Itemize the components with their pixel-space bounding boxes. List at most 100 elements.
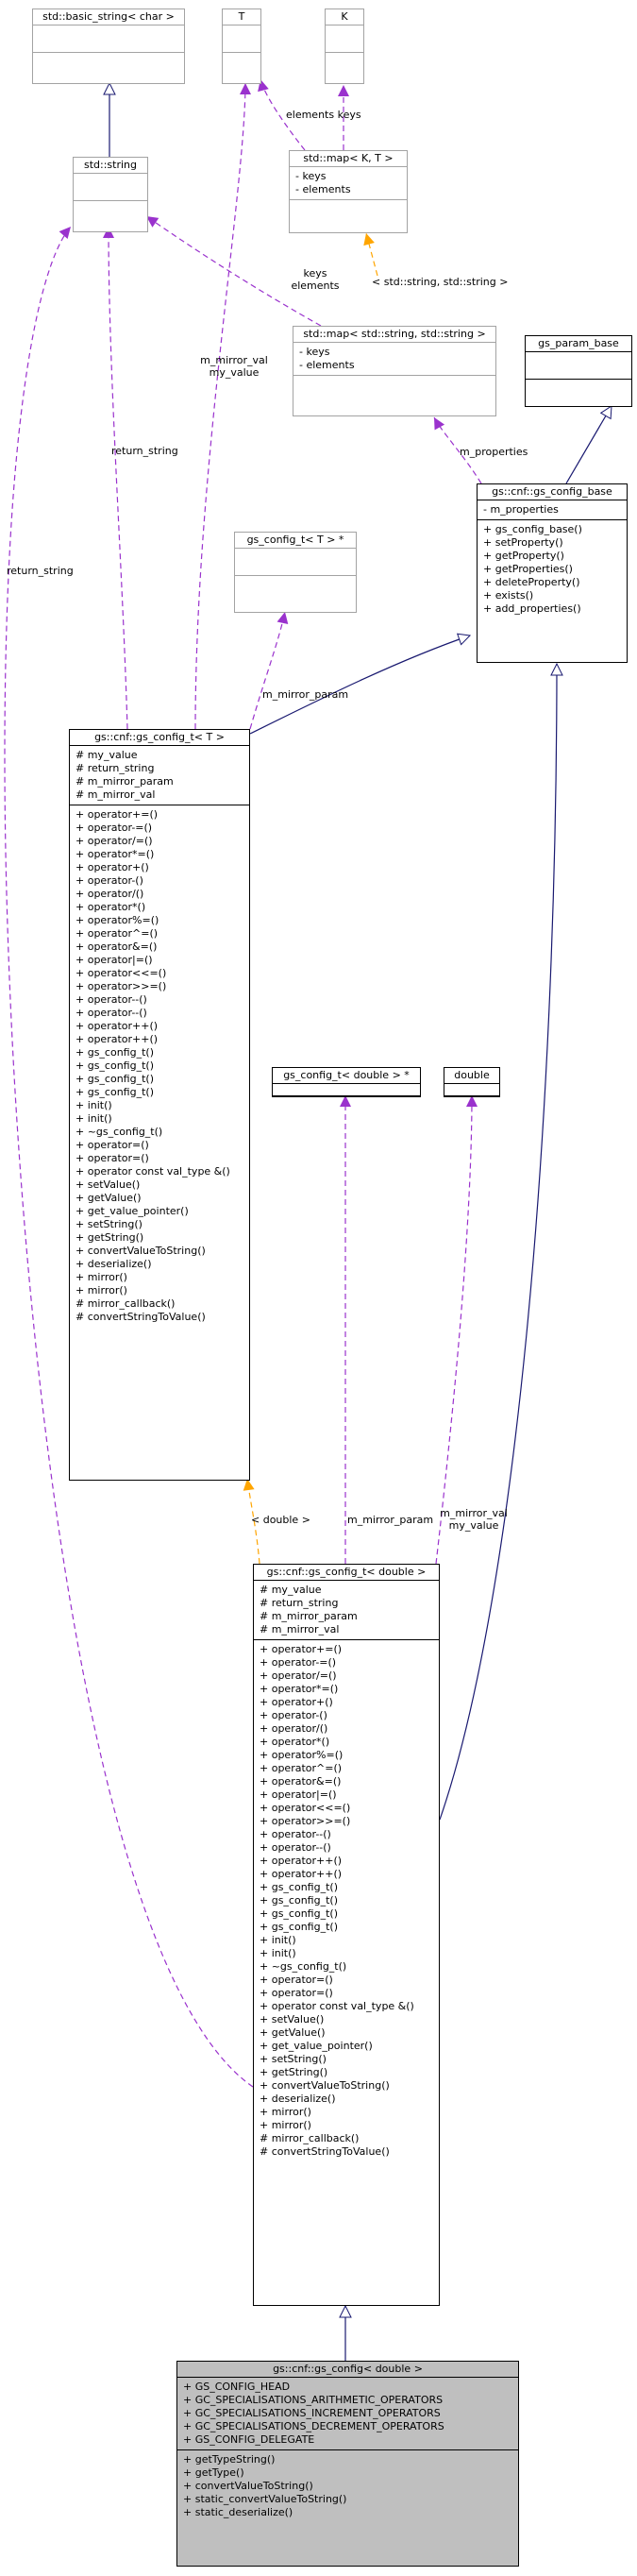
method-item: + operator>>=() [260,1815,351,1827]
method-item: + operator const val_type &() [75,1165,230,1178]
method-item: + init() [260,1947,296,1959]
class-gs-config-base[interactable]: gs::cnf::gs_config_base- m_properties+ g… [477,483,628,663]
method-item: + init() [75,1112,112,1125]
method-section [326,52,363,79]
method-item: + mirror() [260,2119,311,2131]
attribute-item: + GC_SPECIALISATIONS_INCREMENT_OPERATORS [183,2407,441,2419]
method-item: + operator*() [260,1736,330,1748]
method-item: + operator+=() [75,808,159,821]
method-item: + operator++() [75,1020,159,1032]
method-item: + operator++() [260,1868,343,1880]
method-item: + operator%=() [260,1749,344,1761]
method-item: + operator+() [75,861,149,873]
label-keys-elements: keys elements [283,267,347,292]
class-std-map-k-t[interactable]: std::map< K, T >- keys- elements [289,150,408,233]
label-m-mirror-val-my-value-1: m_mirror_val my_value [196,354,272,379]
edge-config-t-uses-T [194,82,251,730]
attribute-section: - keys- elements [290,166,407,199]
method-item: + operator*=() [260,1683,339,1695]
label-m-properties: m_properties [460,446,528,458]
attribute-section: # my_value# return_string# m_mirror_para… [70,745,249,805]
attribute-item: - m_properties [483,503,559,516]
attribute-item: # m_mirror_param [260,1610,358,1622]
edge-config-t-uses-config-t-ptr [249,611,289,730]
class-title: gs::cnf::gs_config_t< T > [94,731,225,743]
method-item: + operator|=() [260,1788,337,1801]
method-item: + operator+=() [260,1643,343,1655]
method-item: + operator=() [260,1974,333,1986]
method-item: + operator--() [260,1841,331,1854]
class-title: gs::cnf::gs_config_t< double > [266,1566,427,1578]
class-title: gs::cnf::gs_config_base [492,485,612,498]
method-item: + operator>>=() [75,980,167,992]
method-item: + mirror() [75,1271,127,1283]
method-item: + getType() [183,2466,244,2479]
edge-config-t-uses-string [103,226,128,730]
method-item: + operator++() [75,1033,159,1045]
method-item: + getProperty() [483,550,564,562]
label-keys-elements-text: keys elements [291,267,340,292]
class-std-basic-string[interactable]: std::basic_string< char > [32,8,185,84]
method-item: + gs_config_t() [75,1073,154,1085]
attribute-section: + GS_CONFIG_HEAD+ GC_SPECIALISATIONS_ARI… [177,2377,518,2449]
class-gs-config-t-pointer[interactable]: gs_config_t< T > * [234,532,357,613]
method-item: + operator/=() [75,835,153,847]
method-item: + deserialize() [75,1258,152,1270]
class-title: std::basic_string< char > [42,10,175,23]
method-item: # mirror_callback() [260,2132,360,2144]
edge-config-base-inherits-param-base [565,406,612,484]
method-item: + getString() [260,2066,328,2078]
attribute-item: - elements [295,183,351,195]
method-item: + operator=() [75,1139,149,1151]
class-gs-config-t-double-pointer[interactable]: gs_config_t< double > * [272,1067,421,1097]
class-T[interactable]: T [222,8,261,84]
label-double-template: < double > [251,1514,310,1526]
method-item: + operator--() [260,1828,331,1840]
label-elements-keys: elements keys [286,109,361,121]
method-section [235,575,356,602]
class-title: std::map< K, T > [303,152,394,164]
edge-config-t-double-instantiates-config-t [243,1478,260,1565]
edge-config-t-double-uses-double [435,1094,478,1565]
attribute-section [223,25,260,52]
method-item: + operator/=() [260,1669,337,1682]
method-item: + operator%=() [75,914,159,926]
class-gs-param-base[interactable]: gs_param_base [525,335,632,407]
class-gs-config-t-double[interactable]: gs::cnf::gs_config_t< double ># my_value… [253,1564,440,2306]
method-item: + static_deserialize() [183,2506,293,2518]
attribute-section [235,548,356,575]
method-item: + getTypeString() [183,2453,276,2466]
method-section [74,200,147,228]
method-item: + deleteProperty() [483,576,580,588]
attribute-item: # my_value [75,749,138,761]
method-item: + ~gs_config_t() [260,1960,347,1973]
method-item: + gs_config_t() [260,1907,338,1920]
class-double[interactable]: double [444,1067,500,1097]
method-item: + operator/() [75,888,144,900]
attribute-item: # my_value [260,1584,322,1596]
method-item: + setValue() [75,1178,141,1191]
class-title: T [238,10,245,23]
class-gs-config-t[interactable]: gs::cnf::gs_config_t< T ># my_value# ret… [69,729,250,1481]
attribute-item: # m_mirror_param [75,775,174,788]
edge-config-t-inherits-config-base [249,636,470,735]
class-gs-config-double[interactable]: gs::cnf::gs_config< double >+ GS_CONFIG_… [176,2361,519,2567]
class-std-map-string-string[interactable]: std::map< std::string, std::string >- ke… [293,326,496,416]
method-section: + operator+=()+ operator-=()+ operator/=… [70,805,249,1327]
method-item: + operator<<=() [75,967,167,979]
method-item: + gs_config_t() [260,1921,338,1933]
method-item: + gs_config_t() [260,1881,338,1893]
method-item: + gs_config_t() [75,1046,154,1059]
method-item: + deserialize() [260,2093,336,2105]
attribute-section: - m_properties [478,500,627,519]
attribute-item: # return_string [260,1597,339,1609]
method-item: + convertValueToString() [75,1245,206,1257]
edge-config-t-double-uses-string [4,226,254,2088]
class-std-string[interactable]: std::string [73,157,148,232]
method-item: + operator const val_type &() [260,2000,414,2012]
class-K[interactable]: K [325,8,364,84]
method-item: + setString() [75,1218,142,1230]
class-title: std::map< std::string, std::string > [303,328,486,340]
method-item: + operator^=() [260,1762,343,1774]
